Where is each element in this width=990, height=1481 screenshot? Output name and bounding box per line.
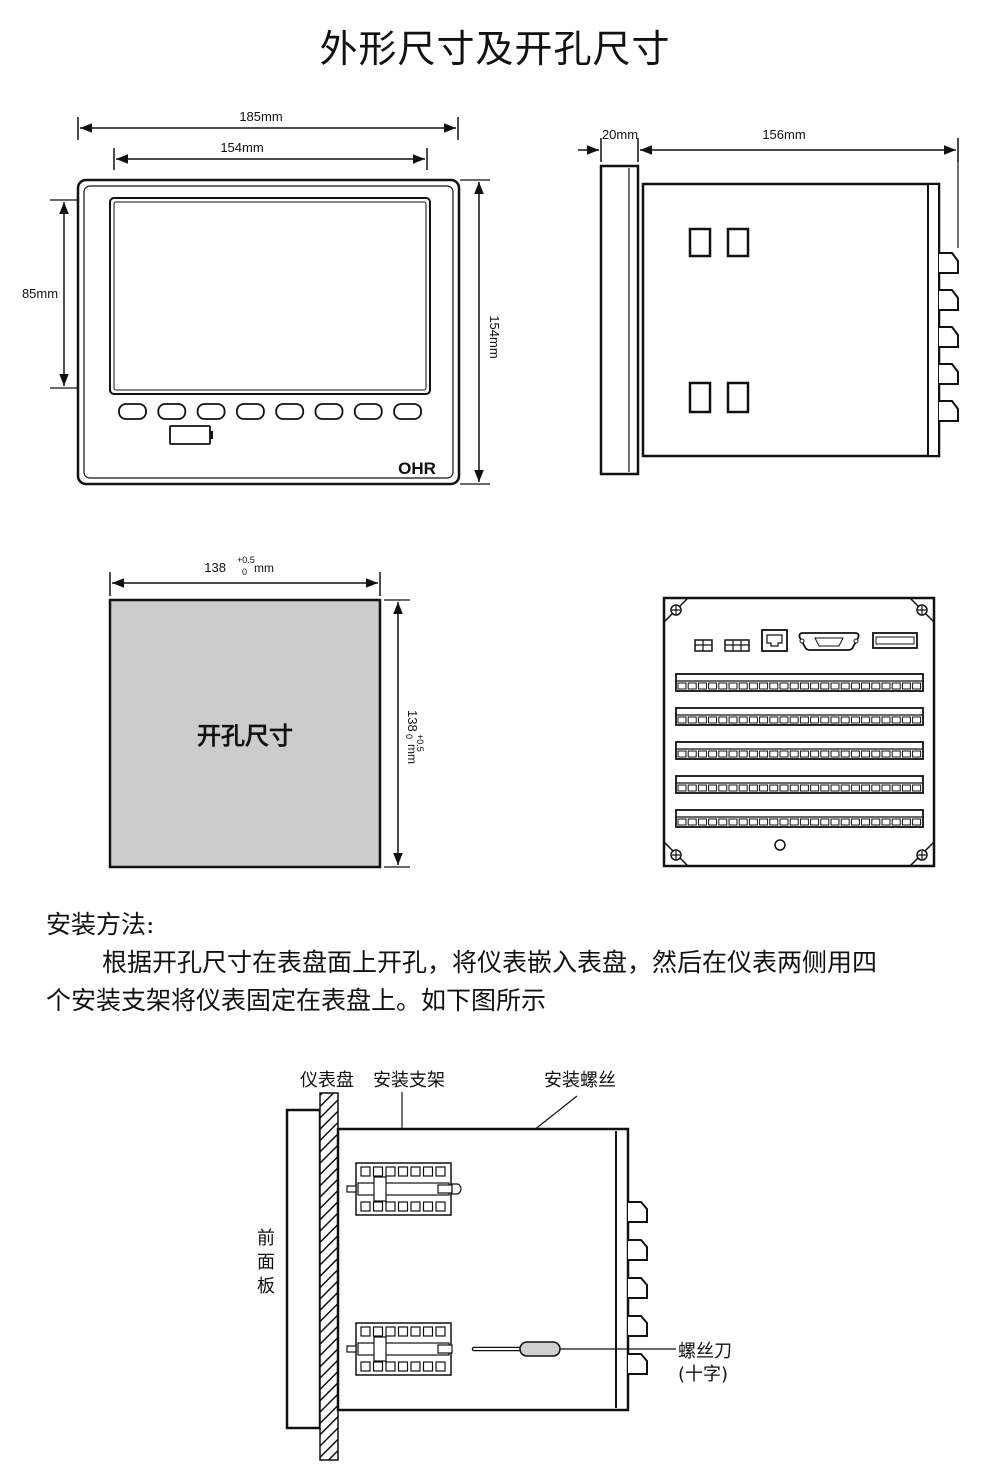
power-terminal-icon bbox=[694, 639, 713, 652]
dim-outer-width: 185mm bbox=[239, 109, 282, 124]
screw-icon bbox=[670, 849, 682, 861]
ethernet-port-icon bbox=[761, 629, 788, 652]
label-front-3: 板 bbox=[257, 1276, 275, 1297]
rear-view bbox=[662, 596, 936, 868]
label-front-2: 面 bbox=[257, 1252, 275, 1273]
install-connector bbox=[628, 1353, 648, 1375]
label-screw: 安装螺丝 bbox=[544, 1070, 616, 1091]
brand-logo: OHR bbox=[398, 459, 436, 478]
label-screwdriver: 螺丝刀 bbox=[678, 1341, 732, 1362]
mounting-bracket bbox=[346, 1322, 453, 1376]
label-panel: 仪表盘 bbox=[300, 1070, 354, 1091]
terminal-row bbox=[675, 707, 924, 726]
dim-bezel-depth: 20mm bbox=[602, 127, 638, 142]
screw-icon bbox=[916, 849, 928, 861]
install-connector bbox=[628, 1315, 648, 1337]
side-connector bbox=[939, 400, 959, 422]
terminal-block-icon bbox=[724, 639, 750, 652]
rear-terminal-rows bbox=[675, 673, 924, 828]
label-screwdriver-type: (十字) bbox=[678, 1364, 728, 1385]
side-body bbox=[641, 182, 941, 458]
side-connector bbox=[939, 326, 959, 348]
bracket-slot bbox=[688, 227, 712, 258]
serial-port-icon bbox=[798, 632, 860, 651]
side-connector bbox=[939, 289, 959, 311]
dim-body-depth: 156mm bbox=[762, 127, 805, 142]
cutout-height-unit: mm bbox=[405, 744, 419, 764]
terminal-row bbox=[675, 809, 924, 828]
install-connector bbox=[628, 1201, 648, 1223]
terminal-row bbox=[675, 775, 924, 794]
install-connectors bbox=[628, 1201, 648, 1375]
cutout-width-unit: mm bbox=[254, 561, 274, 575]
side-view: 20mm 156mm bbox=[578, 127, 959, 476]
front-key-button bbox=[235, 403, 265, 420]
ground-hole bbox=[774, 839, 786, 851]
install-connector bbox=[628, 1239, 648, 1261]
dim-outer-height: 154mm bbox=[487, 315, 502, 358]
front-key-button bbox=[275, 403, 305, 420]
terminal-row bbox=[675, 741, 924, 760]
front-buttons bbox=[118, 403, 423, 420]
front-key-button bbox=[314, 403, 344, 420]
screw-icon bbox=[916, 604, 928, 616]
side-connector bbox=[939, 363, 959, 385]
front-key-button bbox=[196, 403, 226, 420]
cutout-width-tol-upper: +0.5 bbox=[237, 555, 255, 565]
front-key-button bbox=[353, 403, 383, 420]
page-title: 外形尺寸及开孔尺寸 bbox=[319, 27, 671, 71]
install-body-line-2: 个安装支架将仪表固定在表盘上。如下图所示 bbox=[46, 986, 547, 1015]
terminal-row bbox=[675, 673, 924, 692]
front-key-button bbox=[118, 403, 147, 420]
side-connectors bbox=[939, 252, 959, 422]
side-bezel bbox=[599, 164, 640, 476]
bracket-slot bbox=[726, 381, 750, 414]
cutout-height-tol-lower: 0 bbox=[404, 734, 414, 739]
bracket-slot bbox=[726, 227, 750, 258]
install-diagram: 仪表盘 安装支架 安装螺丝 前 面 板 bbox=[257, 1070, 732, 1461]
front-key-button bbox=[157, 403, 187, 420]
side-connector bbox=[939, 252, 959, 274]
usb-port-icon bbox=[169, 425, 211, 445]
cutout-height-base: 138 bbox=[405, 710, 420, 732]
install-front-panel bbox=[285, 1108, 322, 1430]
cutout-label: 开孔尺寸 bbox=[197, 722, 293, 750]
front-view: 185mm 154mm 85mm 154mm bbox=[22, 109, 502, 486]
cutout-width-tol-lower: 0 bbox=[242, 567, 247, 577]
install-panel-plate bbox=[319, 1092, 339, 1461]
install-body-line-1: 根据开孔尺寸在表盘面上开孔，将仪表嵌入表盘，然后在仪表两侧用四 bbox=[102, 948, 878, 977]
terminal-block-icon bbox=[872, 632, 918, 649]
cutout-area bbox=[108, 598, 382, 869]
mounting-bracket bbox=[346, 1162, 462, 1216]
install-connector bbox=[628, 1277, 648, 1299]
cutout-height-tol-upper: +0.5 bbox=[415, 734, 425, 752]
cutout-width-base: 138 bbox=[204, 560, 226, 575]
screw-icon bbox=[670, 604, 682, 616]
dim-screen-width: 154mm bbox=[220, 140, 263, 155]
label-bracket: 安装支架 bbox=[373, 1070, 445, 1091]
front-key-button bbox=[393, 403, 423, 420]
cutout-view: 138 +0.5 0 mm 开孔尺寸 138 +0.5 0 mm bbox=[108, 555, 425, 869]
dim-screen-height: 85mm bbox=[22, 286, 58, 301]
screwdriver-icon bbox=[471, 1341, 676, 1357]
display-screen bbox=[109, 197, 431, 395]
bracket-slot bbox=[688, 381, 712, 414]
label-front-1: 前 bbox=[257, 1228, 275, 1249]
install-heading: 安装方法: bbox=[46, 910, 155, 939]
